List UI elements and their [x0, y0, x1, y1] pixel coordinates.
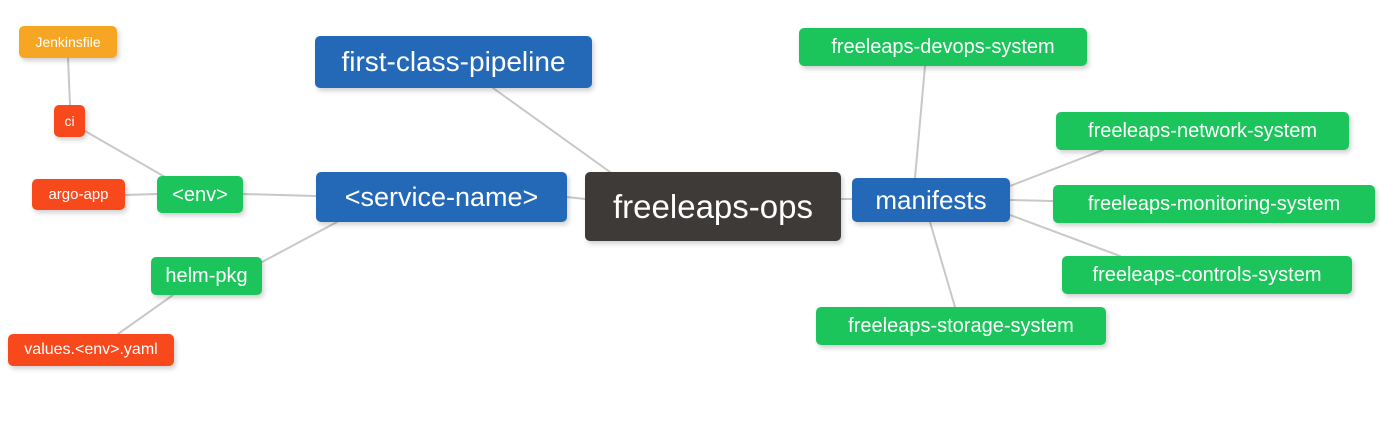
node-label-argo-app: argo-app [48, 186, 109, 203]
edge-manifests-to-freeleaps-devops-system [914, 65, 926, 179]
node-freeleaps-controls-system[interactable]: freeleaps-controls-system [1062, 256, 1352, 294]
node-label-freeleaps-controls-system: freeleaps-controls-system [1092, 264, 1322, 286]
edge-env-to-service-name [242, 193, 317, 197]
node-label-freeleaps-ops: freeleaps-ops [613, 188, 813, 225]
node-env[interactable]: <env> [157, 176, 243, 213]
node-first-class-pipeline[interactable]: first-class-pipeline [315, 36, 592, 88]
node-label-jenkinsfile: Jenkinsfile [35, 34, 101, 50]
node-label-helm-pkg: helm-pkg [165, 265, 248, 287]
node-jenkinsfile[interactable]: Jenkinsfile [19, 26, 117, 58]
edge-helm-pkg-to-service-name [261, 221, 338, 263]
node-label-manifests: manifests [875, 185, 987, 215]
edge-values-env-yaml-to-helm-pkg [117, 294, 174, 335]
node-freeleaps-ops[interactable]: freeleaps-ops [585, 172, 841, 241]
node-label-service-name: <service-name> [344, 181, 539, 212]
node-label-ci: ci [64, 113, 75, 129]
edge-manifests-to-freeleaps-network-system [1009, 149, 1104, 187]
node-ci[interactable]: ci [54, 105, 85, 137]
node-label-first-class-pipeline: first-class-pipeline [341, 46, 566, 77]
edge-argo-app-to-env [124, 193, 158, 196]
node-label-freeleaps-storage-system: freeleaps-storage-system [848, 315, 1074, 337]
node-freeleaps-devops-system[interactable]: freeleaps-devops-system [799, 28, 1087, 66]
node-freeleaps-monitoring-system[interactable]: freeleaps-monitoring-system [1053, 185, 1375, 223]
node-freeleaps-storage-system[interactable]: freeleaps-storage-system [816, 307, 1106, 345]
edge-manifests-to-freeleaps-storage-system [929, 221, 956, 308]
node-freeleaps-network-system[interactable]: freeleaps-network-system [1056, 112, 1349, 150]
edge-service-name-to-freeleaps-ops [566, 196, 586, 200]
node-label-freeleaps-monitoring-system: freeleaps-monitoring-system [1087, 193, 1341, 215]
node-argo-app[interactable]: argo-app [32, 179, 125, 210]
node-helm-pkg[interactable]: helm-pkg [151, 257, 262, 295]
edge-jenkinsfile-to-ci [67, 57, 71, 106]
node-label-freeleaps-network-system: freeleaps-network-system [1088, 120, 1317, 142]
node-label-freeleaps-devops-system: freeleaps-devops-system [831, 36, 1055, 58]
node-label-values-env-yaml: values.<env>.yaml [24, 341, 158, 358]
node-values-env-yaml[interactable]: values.<env>.yaml [8, 334, 174, 366]
node-label-env: <env> [172, 183, 228, 206]
edge-manifests-to-freeleaps-monitoring-system [1009, 199, 1054, 202]
node-service-name[interactable]: <service-name> [316, 172, 567, 222]
edge-first-class-pipeline-to-freeleaps-ops [492, 87, 611, 173]
node-manifests[interactable]: manifests [852, 178, 1010, 222]
edge-ci-to-env [84, 130, 166, 178]
